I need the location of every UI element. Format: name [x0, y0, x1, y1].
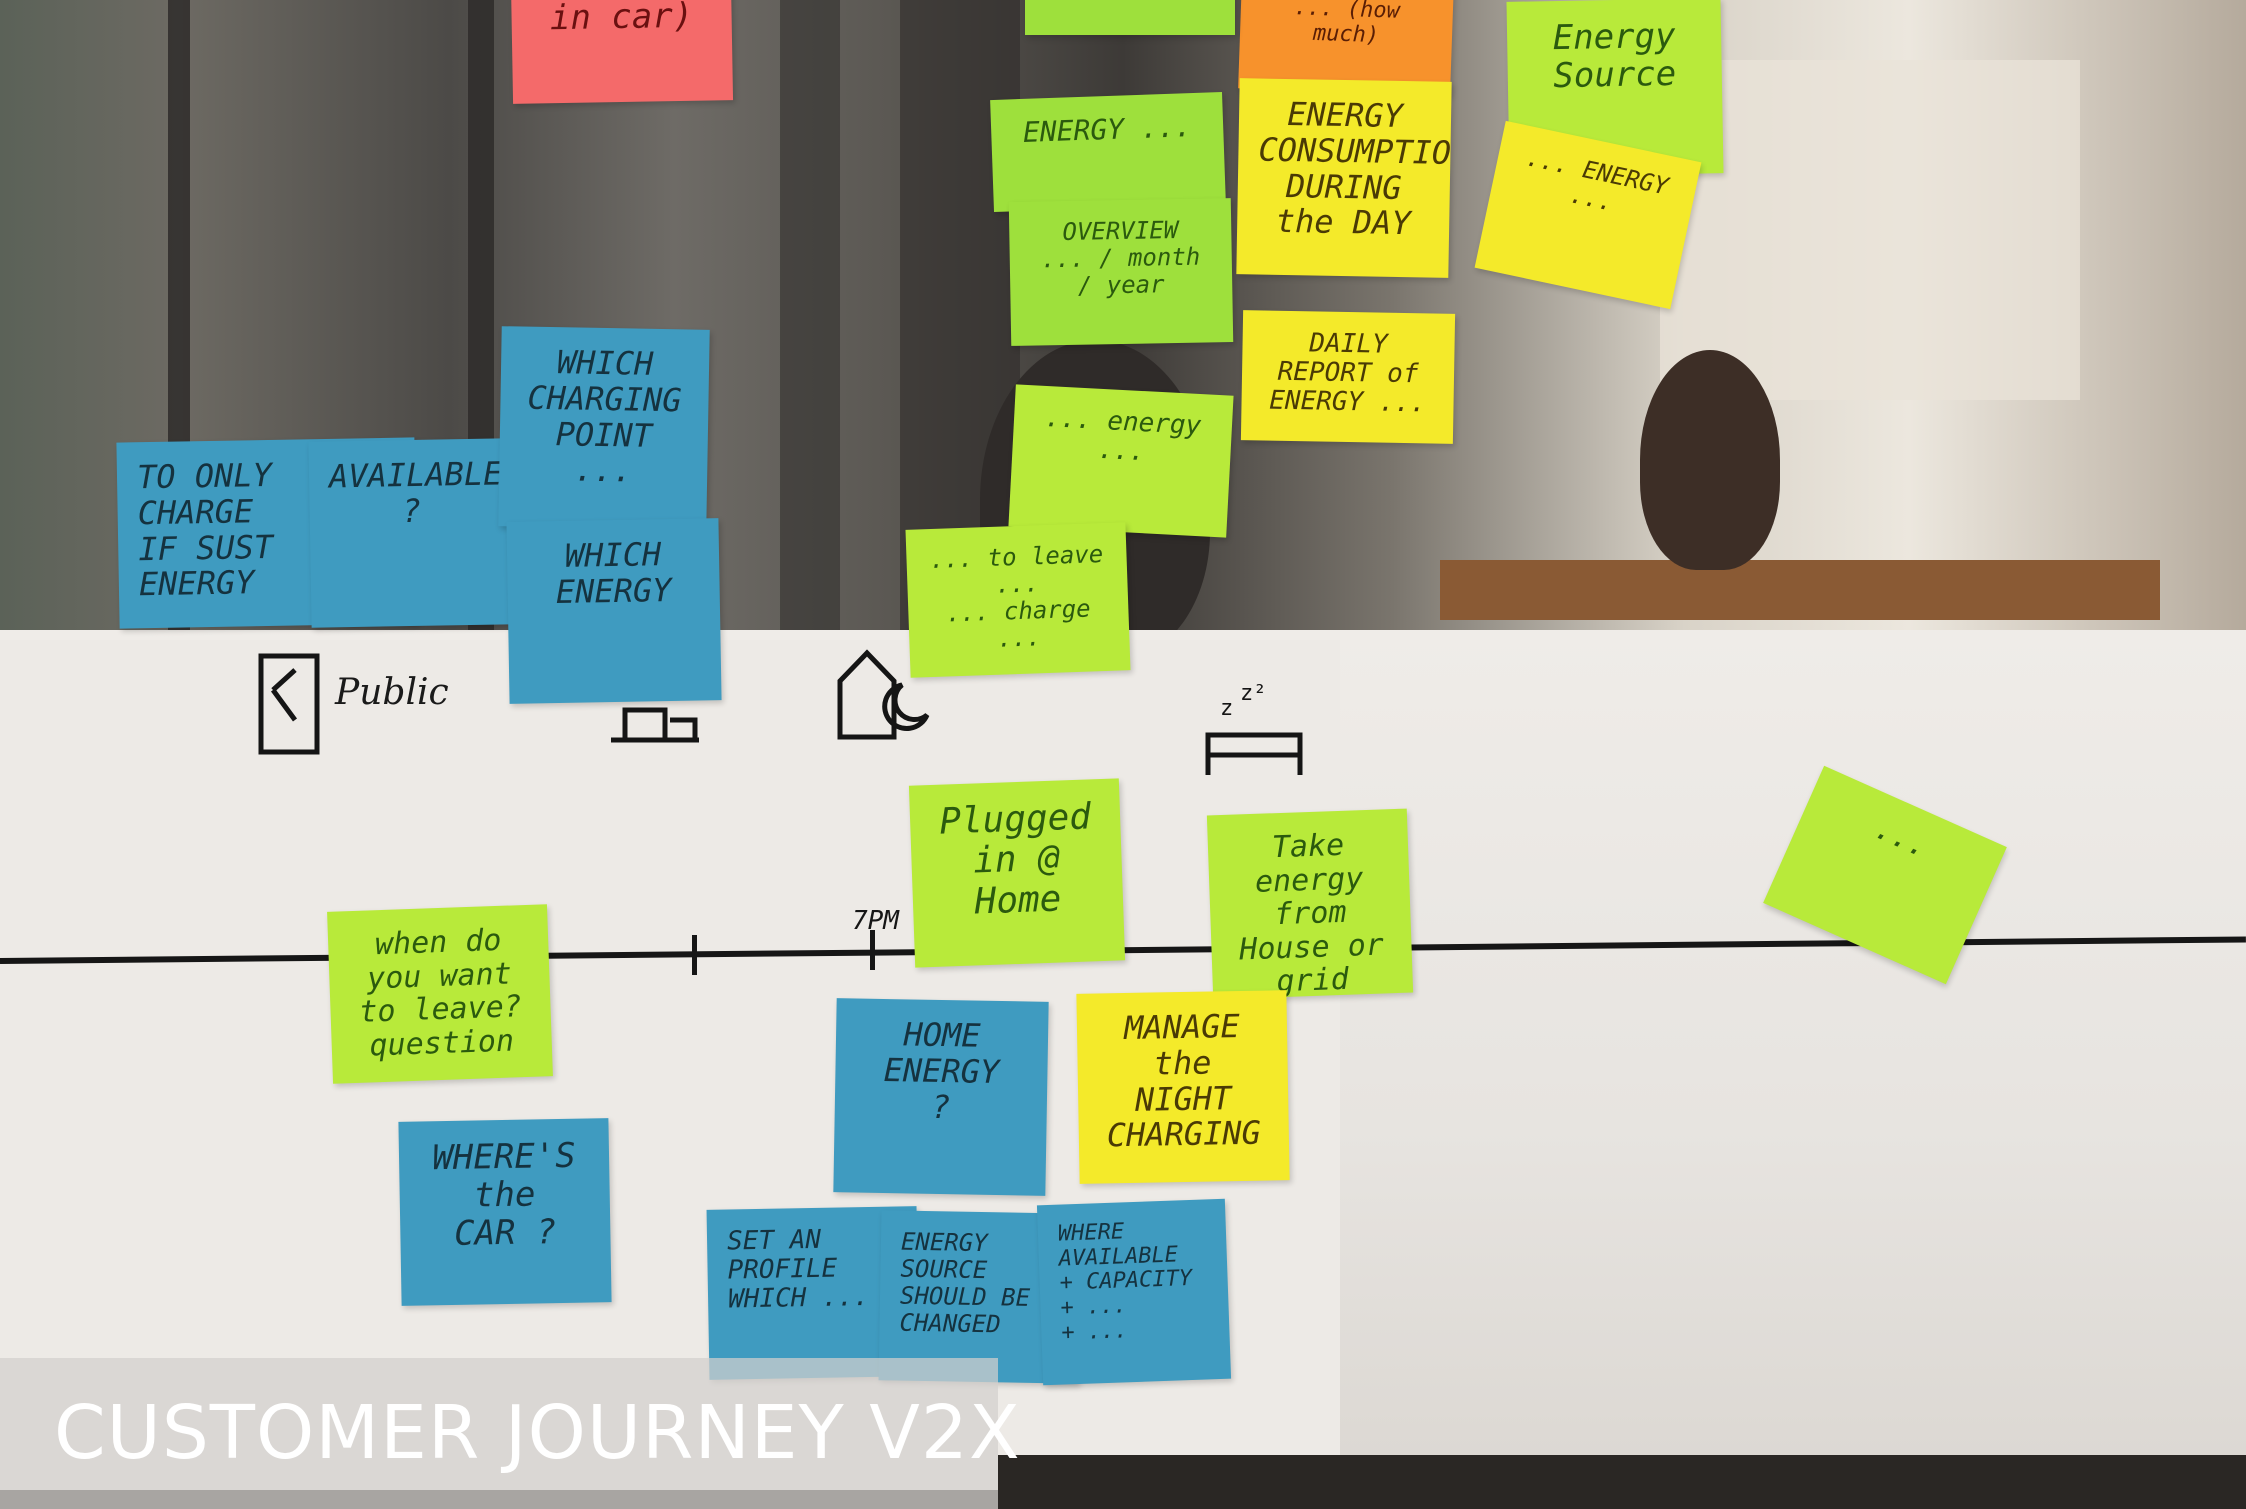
- sticky-note: AVAILABLE ?: [308, 438, 516, 628]
- caption-band: [0, 1358, 998, 1509]
- sticky-note: OVERVIEW ... / month / year: [1008, 198, 1234, 346]
- sticky-note: Take energy from House or grid: [1206, 808, 1414, 1000]
- sticky-note: ... energy ...: [1008, 384, 1234, 538]
- floor-shadow: [998, 1455, 2246, 1509]
- counter: [1440, 560, 2160, 620]
- sticky-note: ... to leave ... ... charge ...: [905, 522, 1131, 678]
- sticky-note: WHERE AVAILABLE + CAPACITY + ... + ...: [1036, 1198, 1232, 1386]
- public-label: Public: [335, 672, 449, 713]
- timeline-tick-label: 7PM: [852, 906, 899, 936]
- bed-sleep-sketch-icon: z z²: [1205, 681, 1303, 775]
- sticky-note: [1025, 0, 1235, 35]
- house-moon-sketch-icon: [837, 649, 930, 740]
- caption-title: CUSTOMER JOURNEY V2X: [54, 1390, 1021, 1476]
- timeline-tick: [692, 935, 697, 975]
- timeline-tick: [870, 930, 875, 970]
- sticky-note: DAILY REPORT of ENERGY ...: [1240, 310, 1456, 444]
- sticky-note: in car): [510, 0, 734, 104]
- svg-text:z: z: [1220, 696, 1233, 721]
- sticky-note: ENERGY ...: [990, 91, 1226, 213]
- svg-text:z²: z²: [1240, 681, 1267, 706]
- sticky-note: HOME ENERGY ?: [833, 998, 1049, 1196]
- window-light: [1660, 60, 2080, 400]
- sticky-note: MANAGE the NIGHT CHARGING: [1076, 990, 1290, 1184]
- sticky-note: ENERGY CONSUMPTION DURING the DAY: [1236, 78, 1452, 278]
- person-background: [1640, 350, 1780, 570]
- sticky-note: WHERE'S the CAR ?: [398, 1118, 612, 1306]
- desk-sketch-icon: [611, 707, 699, 743]
- sticky-note: Plugged in @ Home: [908, 778, 1126, 968]
- door-sketch-icon: [258, 653, 320, 755]
- wall-column: [780, 0, 840, 640]
- sticky-note: WHICH ENERGY: [506, 518, 722, 704]
- sticky-note: WHICH CHARGING POINT ...: [498, 326, 710, 530]
- sticky-note: when do you want to leave? question: [327, 904, 553, 1084]
